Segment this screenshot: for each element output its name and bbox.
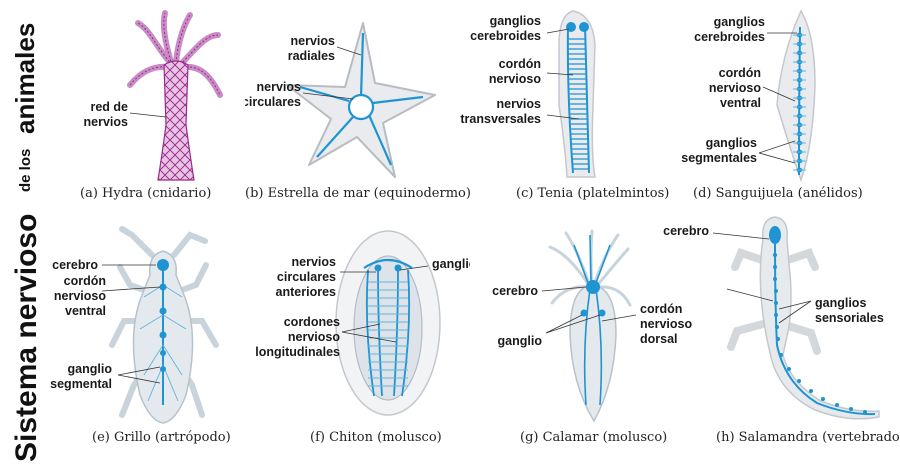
caption-squid: (g) Calamar (molusco) (520, 430, 668, 445)
caption-starfish: (b) Estrella de mar (equinodermo) (245, 186, 471, 201)
squid-mantle (569, 284, 617, 423)
chiton-label-1: nervios (292, 255, 337, 269)
chiton-label-7: longitudinales (255, 345, 340, 359)
panel-squid: cerebro ganglio cordón nervioso dorsal (492, 229, 692, 423)
caption-hydra: (a) Hydra (cnidario) (80, 186, 212, 201)
salamander-legs (727, 248, 821, 355)
leech-label-6: ganglios (706, 136, 757, 150)
panel-chiton: nervios circulares anteriores ganglio co… (255, 230, 470, 416)
panel-cricket: cerebro cordón nervioso ventral ganglio … (50, 226, 219, 424)
caption-leech: (d) Sanguijuela (anélidos) (693, 186, 863, 201)
salamander-brain (769, 226, 781, 244)
chiton-label-5: cordones (284, 315, 340, 329)
panel-salamander: cerebro ganglios sensoriales (663, 216, 884, 420)
squid-label-1: cerebro (492, 284, 538, 298)
panel-tapeworm: ganglios cerebroides cordón nervioso ner… (460, 10, 596, 178)
squid-label-5: dorsal (640, 332, 678, 346)
cricket-label-5: ganglio (68, 362, 113, 376)
panel-leech: ganglios cerebroides cordón nervioso ven… (681, 9, 816, 183)
hydra-label-2: nervios (84, 115, 129, 129)
salamander-label-2: ganglios (815, 296, 866, 310)
starfish-radial-nerves (299, 32, 424, 166)
side-title-part2: de los (17, 149, 34, 192)
chiton-label-6: nervioso (288, 330, 340, 344)
squid-brain (586, 280, 600, 294)
tapeworm-label-2: cerebroides (470, 29, 541, 43)
starfish-circular-nerve (347, 93, 375, 121)
leech-label-5: ventral (720, 96, 761, 110)
tapeworm-label-1: ganglios (490, 14, 541, 28)
squid-label-4: nervioso (640, 317, 692, 331)
salamander-label-1: cerebro (663, 224, 709, 238)
starfish-label-1: nervios (291, 34, 336, 48)
starfish-label-4: circulares (245, 95, 301, 109)
side-title-part1: Sistema nervioso (10, 214, 43, 462)
cricket-label-4: ventral (65, 304, 106, 318)
caption-salamander: (h) Salamandra (vertebrado) (716, 430, 900, 445)
chiton-label-2: circulares (277, 270, 336, 284)
caption-tapeworm: (c) Tenia (platelmintos) (516, 186, 670, 201)
cricket-label-1: cerebro (52, 258, 98, 272)
tapeworm-cords (566, 24, 590, 174)
chiton-label-4: ganglio (432, 257, 470, 271)
leech-label-7: segmentales (681, 151, 757, 165)
chiton-label-3: anteriores (276, 285, 336, 299)
squid-nerves (573, 234, 611, 406)
cricket-brain (157, 259, 169, 271)
chiton-ganglion (394, 264, 402, 272)
tapeworm-label-4: nervioso (489, 72, 541, 86)
leech-label-3: cordón (719, 66, 761, 80)
starfish-label-2: radiales (288, 49, 335, 63)
leech-label-4: nervioso (709, 81, 761, 95)
caption-chiton: (f) Chiton (molusco) (310, 430, 442, 445)
tapeworm-label-3: cordón (499, 57, 541, 71)
starfish-label-3: nervios (257, 80, 302, 94)
side-title: Sistema nervioso de los animales (10, 23, 43, 462)
tapeworm-label-6: transversales (460, 112, 541, 126)
squid-label-2: ganglio (498, 334, 543, 348)
panel-hydra: red de nervios (84, 10, 223, 181)
side-title-part3: animales (10, 23, 40, 134)
cricket-label-3: nervioso (54, 289, 106, 303)
cricket-label-6: segmental (50, 377, 112, 391)
hydra-leader-line (129, 112, 167, 118)
hydra-label-1: red de (90, 100, 128, 114)
squid-label-3: cordón (640, 302, 682, 316)
salamander-label-3: sensoriales (815, 311, 884, 325)
leech-label-2: cerebroides (694, 30, 765, 44)
caption-cricket: (e) Grillo (artrópodo) (92, 430, 231, 445)
leech-label-1: ganglios (714, 15, 765, 29)
tapeworm-label-5: nervios (497, 97, 542, 111)
cricket-label-2: cordón (64, 274, 106, 288)
panel-starfish: nervios radiales nervios circulares (245, 22, 436, 178)
chiton-foot (353, 255, 423, 401)
